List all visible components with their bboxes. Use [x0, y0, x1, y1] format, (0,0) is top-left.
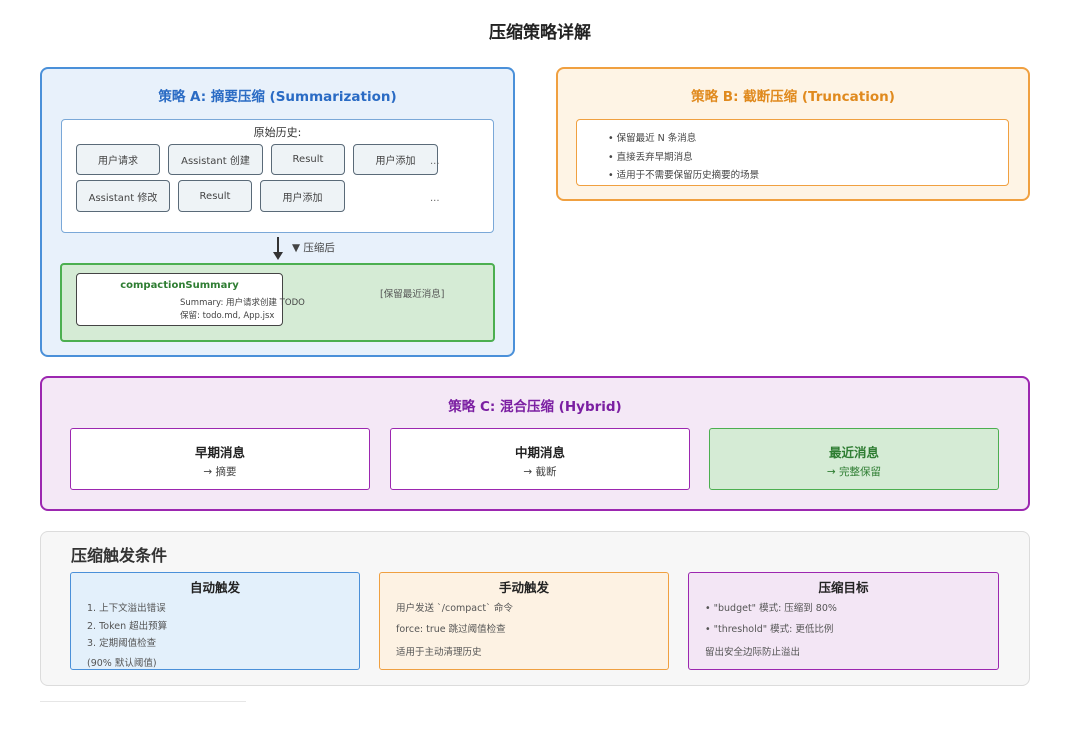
manual-trigger-title: 手动触发: [498, 580, 549, 595]
compression-target-title: 压缩目标: [818, 580, 869, 595]
phase-action: → 摘要: [203, 466, 237, 478]
summary-text: Summary: 用户请求创建 TODO: [180, 298, 305, 308]
history-message: Result: [178, 180, 252, 212]
phase-action: → 截断: [523, 466, 557, 478]
auto-trigger-item: 2. Token 超出预算: [87, 621, 168, 632]
triggers-title: 压缩触发条件: [71, 546, 168, 565]
truncation-rule: • 直接丢弃早期消息: [608, 152, 693, 163]
phase-name: 早期消息: [194, 445, 245, 460]
recent-messages-box: [709, 428, 999, 490]
original-history-box: [61, 119, 494, 233]
history-message: Assistant 创建: [168, 144, 263, 175]
history-ellipsis: ...: [430, 193, 440, 204]
compression-target-item: 留出安全边际防止溢出: [705, 647, 801, 658]
strategy-b-title: 策略 B: 截断压缩 (Truncation): [691, 89, 895, 105]
compression-target-box: [688, 572, 999, 670]
phase-action: → 完整保留: [826, 466, 882, 478]
divider: [40, 701, 246, 702]
kept-files-text: 保留: todo.md, App.jsx: [180, 311, 275, 321]
truncation-rules-box: [576, 119, 1009, 186]
after-compaction-label: ▼ 压缩后: [292, 242, 335, 254]
down-arrow-icon: [273, 237, 283, 260]
compaction-summary-card: [76, 273, 283, 326]
history-message: 用户添加: [353, 144, 438, 175]
auto-trigger-item: 1. 上下文溢出错误: [87, 603, 166, 614]
phase-name: 中期消息: [514, 445, 565, 460]
manual-trigger-item: 适用于主动清理历史: [396, 647, 482, 658]
original-history-label: 原始历史:: [253, 126, 302, 139]
truncation-rule: • 适用于不需要保留历史摘要的场景: [608, 170, 760, 181]
history-message: Result: [271, 144, 345, 175]
truncation-rule: • 保留最近 N 条消息: [608, 133, 697, 144]
history-ellipsis: ...: [430, 156, 440, 167]
history-message: 用户请求: [76, 144, 160, 175]
strategy-a-title: 策略 A: 摘要压缩 (Summarization): [158, 89, 397, 105]
manual-trigger-item: 用户发送 `/compact` 命令: [396, 603, 513, 614]
auto-trigger-item: 3. 定期阈值检查: [87, 638, 157, 649]
strategy-c-title: 策略 C: 混合压缩 (Hybrid): [448, 399, 622, 415]
recent-messages-label: [保留最近消息]: [380, 289, 445, 300]
page-title: 压缩策略详解: [489, 23, 591, 43]
auto-trigger-box: [70, 572, 360, 670]
compression-target-item: • "threshold" 模式: 更低比例: [705, 624, 834, 635]
early-messages-box: [70, 428, 370, 490]
manual-trigger-item: force: true 跳过阈值检查: [396, 624, 506, 635]
middle-messages-box: [390, 428, 690, 490]
auto-trigger-title: 自动触发: [189, 580, 240, 595]
phase-name: 最近消息: [828, 445, 879, 460]
compaction-summary-title: compactionSummary: [120, 280, 239, 291]
history-message: Assistant 修改: [76, 180, 170, 212]
auto-trigger-note: (90% 默认阈值): [87, 658, 157, 669]
manual-trigger-box: [379, 572, 669, 670]
history-message: 用户添加: [260, 180, 345, 212]
compression-target-item: • "budget" 模式: 压缩到 80%: [705, 603, 837, 614]
